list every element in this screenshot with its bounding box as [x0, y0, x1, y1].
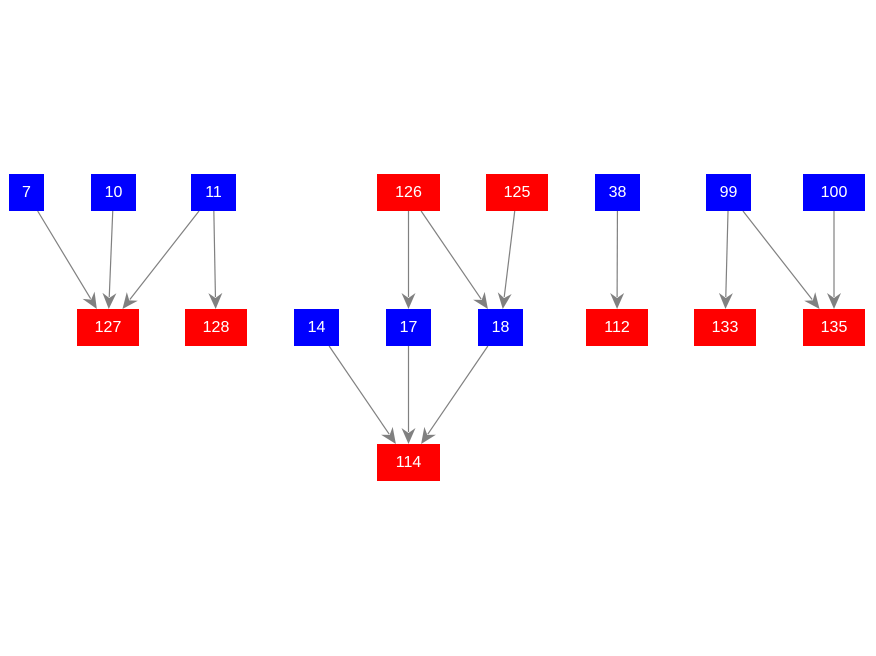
- node-label: 135: [820, 318, 848, 336]
- edge-99-135: [742, 210, 813, 300]
- node-label: 17: [399, 318, 418, 336]
- node-label: 100: [820, 183, 848, 201]
- arrowhead-icon: [401, 428, 416, 444]
- node-label: 126: [395, 183, 422, 201]
- node-127[interactable]: 127: [77, 309, 139, 346]
- node-label: 11: [205, 183, 222, 201]
- node-label: 99: [719, 183, 738, 201]
- node-100[interactable]: 100: [803, 174, 865, 211]
- node-18[interactable]: 18: [478, 309, 523, 346]
- edge-11-127: [129, 210, 200, 300]
- node-14[interactable]: 14: [294, 309, 339, 346]
- node-label: 7: [22, 183, 31, 201]
- arrowhead-icon: [82, 291, 97, 309]
- node-label: 128: [202, 318, 230, 336]
- edge-10-127: [108, 210, 114, 298]
- node-133[interactable]: 133: [694, 309, 756, 346]
- node-128[interactable]: 128: [185, 309, 247, 346]
- node-label: 114: [395, 453, 422, 471]
- arrowhead-icon: [473, 291, 488, 309]
- edge-125-18: [503, 210, 516, 298]
- arrowhead-icon: [102, 292, 117, 309]
- node-126[interactable]: 126: [377, 174, 440, 211]
- node-135[interactable]: 135: [803, 309, 865, 346]
- node-11[interactable]: 11: [191, 174, 236, 211]
- edge-14-114: [328, 345, 390, 435]
- arrowhead-icon: [401, 293, 416, 309]
- node-label: 112: [604, 318, 630, 336]
- arrowhead-icon: [718, 292, 733, 309]
- edge-99-133: [725, 210, 729, 298]
- node-label: 10: [104, 183, 123, 201]
- edge-126-18: [420, 210, 482, 300]
- node-label: 38: [608, 183, 627, 201]
- node-112[interactable]: 112: [586, 309, 648, 346]
- node-label: 14: [307, 318, 326, 336]
- node-99[interactable]: 99: [706, 174, 751, 211]
- edge-7-127: [37, 210, 92, 300]
- arrowhead-icon: [122, 292, 138, 309]
- arrowhead-icon: [827, 293, 841, 309]
- edge-18-114: [427, 345, 489, 435]
- node-38[interactable]: 38: [595, 174, 640, 211]
- node-label: 18: [491, 318, 510, 336]
- node-label: 125: [503, 183, 531, 201]
- node-17[interactable]: 17: [386, 309, 431, 346]
- edge-11-128: [213, 210, 217, 298]
- arrowhead-icon: [208, 292, 223, 309]
- node-10[interactable]: 10: [91, 174, 136, 211]
- node-125[interactable]: 125: [486, 174, 548, 211]
- node-label: 133: [711, 318, 739, 336]
- arrowhead-icon: [610, 292, 625, 309]
- node-7[interactable]: 7: [9, 174, 44, 211]
- arrowhead-icon: [421, 426, 436, 444]
- arrowhead-icon: [804, 292, 820, 309]
- node-label: 127: [94, 318, 122, 336]
- node-114[interactable]: 114: [377, 444, 440, 481]
- arrowhead-icon: [497, 292, 512, 309]
- arrowhead-icon: [381, 426, 396, 444]
